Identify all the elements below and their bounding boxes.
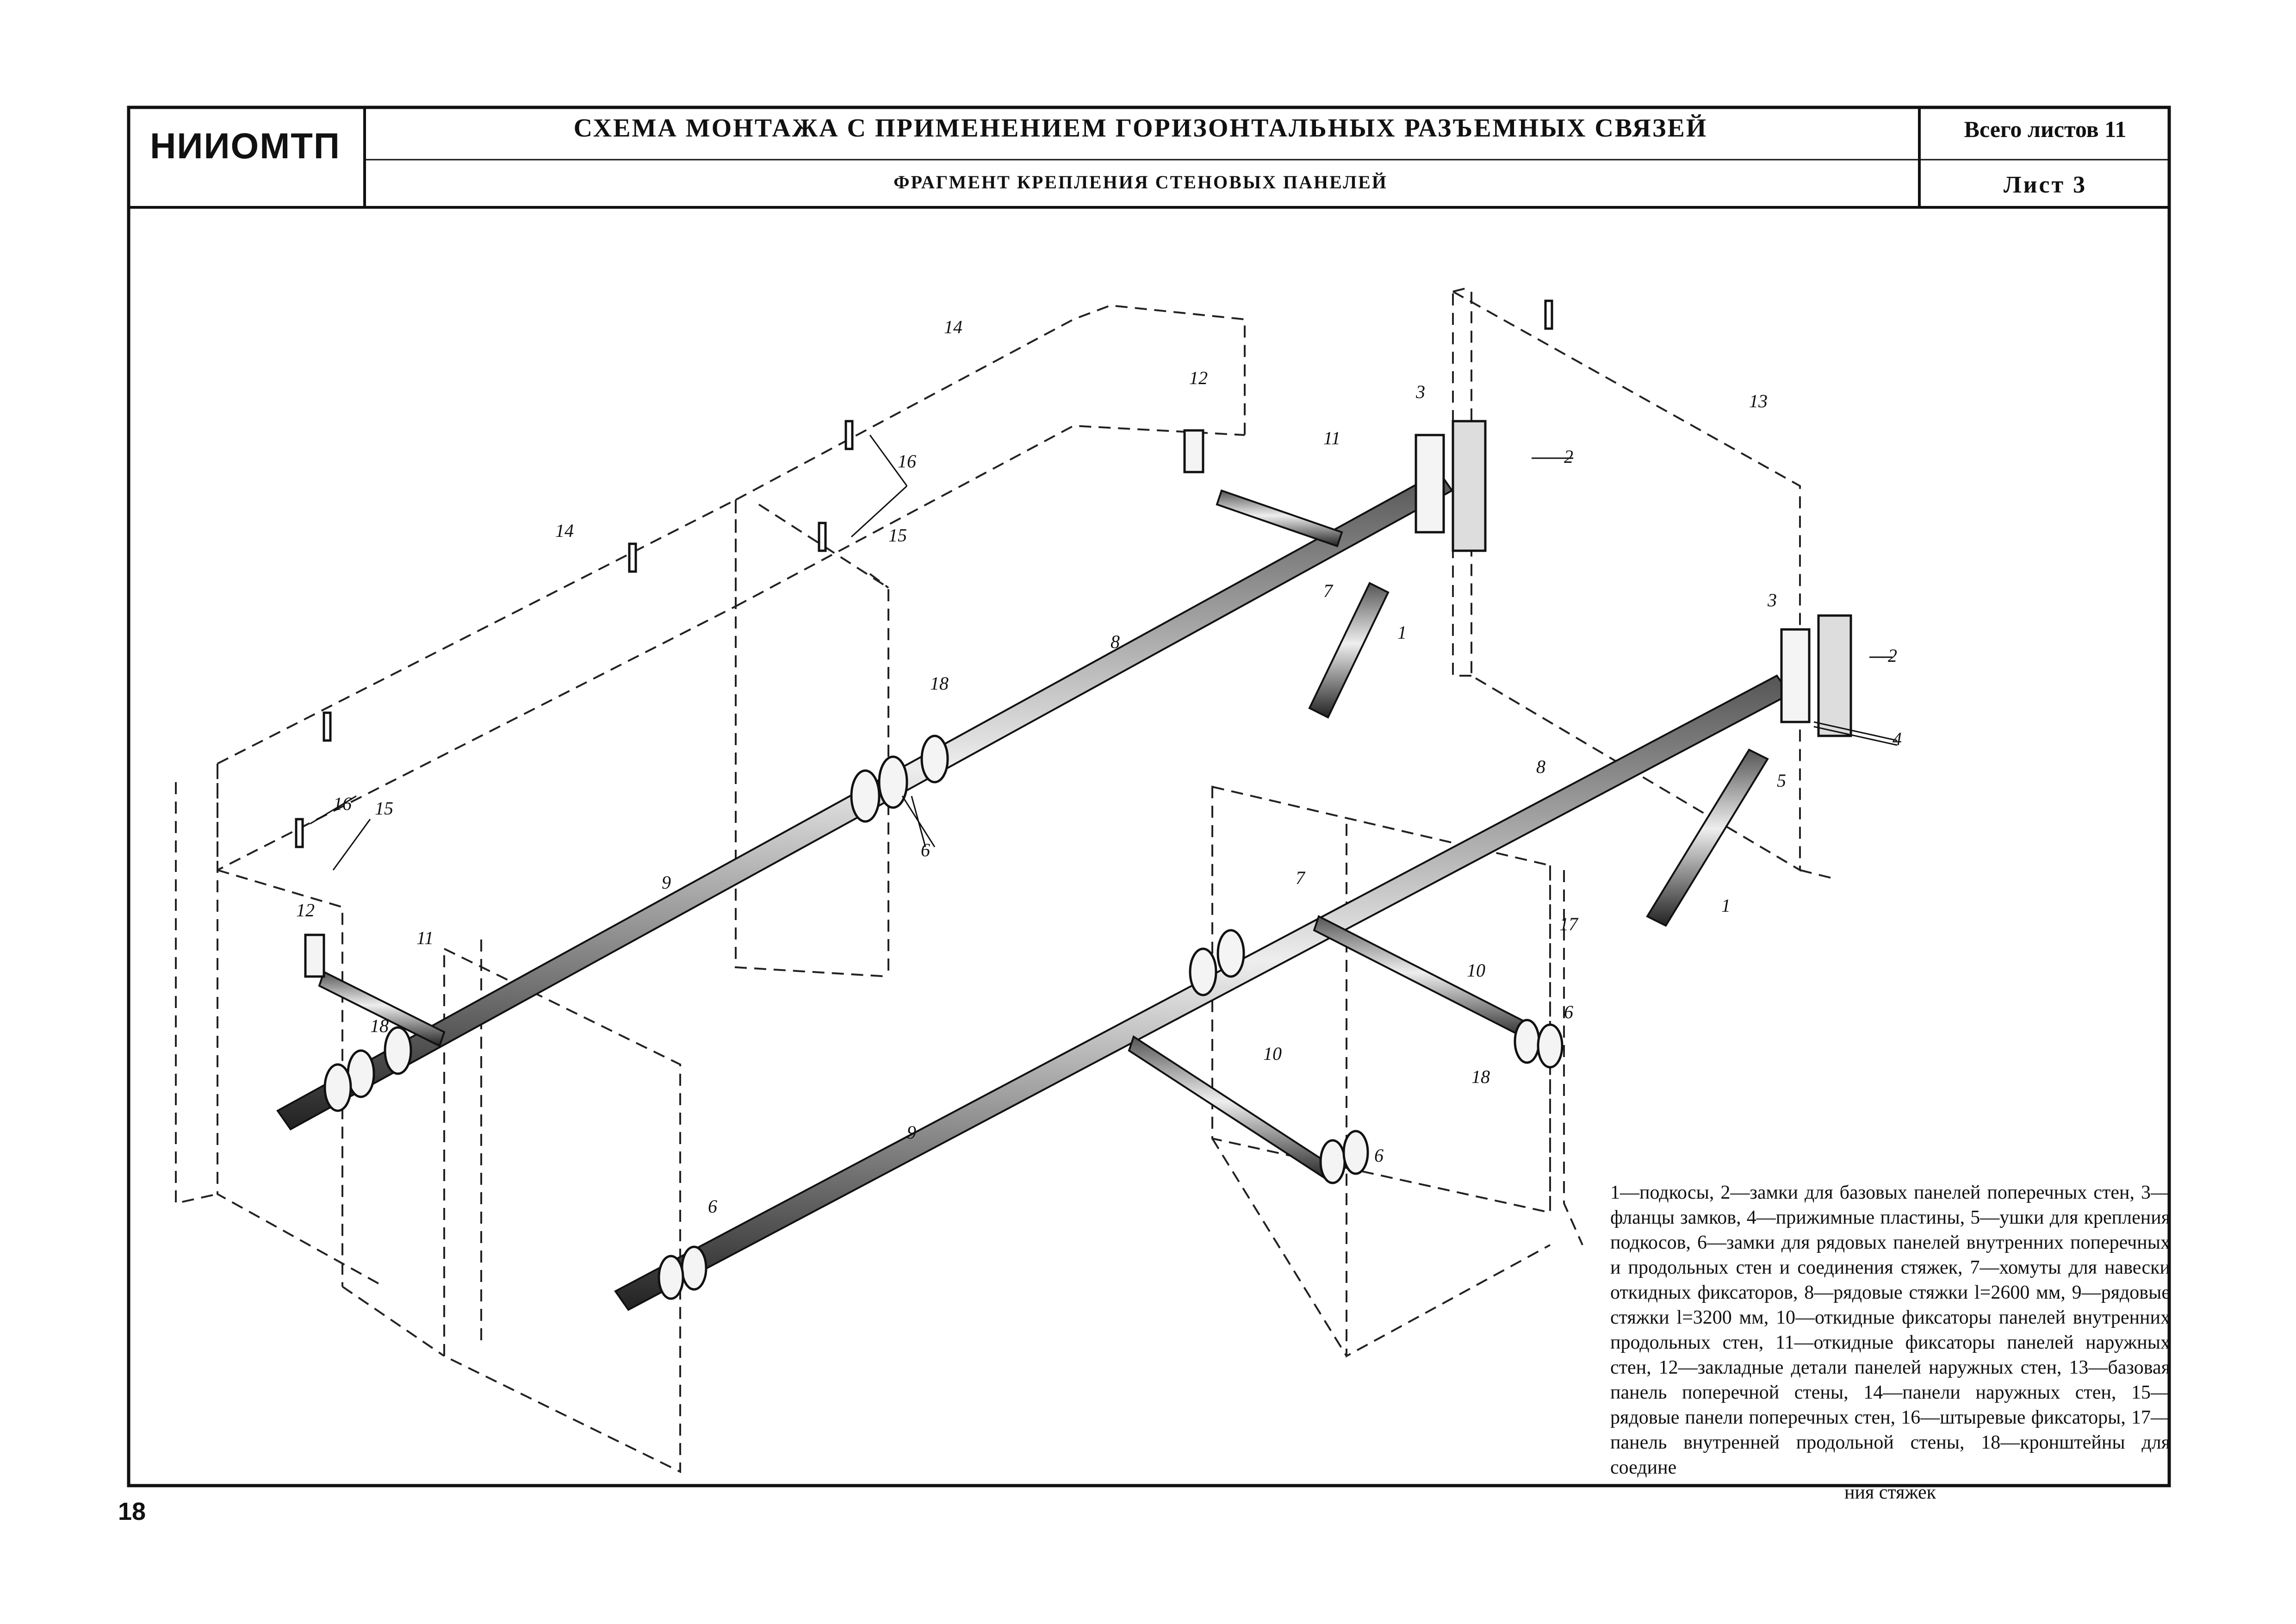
- callout-2-right: 2: [1888, 645, 1897, 666]
- organization-name: НИИОМТП: [150, 125, 341, 166]
- callout-18-right: 18: [1471, 1066, 1490, 1087]
- callout-13: 13: [1749, 391, 1768, 411]
- callout-6-bottom: 6: [708, 1196, 717, 1217]
- callout-8-right: 8: [1536, 756, 1545, 777]
- leader-lines: [310, 435, 1898, 871]
- legend-tail: ния стяжек: [1844, 1482, 1936, 1503]
- callout-9-left: 9: [662, 872, 671, 893]
- sheet-number: Лист 3: [2003, 172, 2087, 198]
- callout-11-top: 11: [1323, 428, 1340, 448]
- locks: [304, 420, 1852, 1300]
- total-sheets: Всего листов 11: [1964, 116, 2127, 142]
- callout-12-left: 12: [296, 900, 315, 921]
- sheet-frame: [127, 106, 2171, 1487]
- callout-1-right: 1: [1721, 895, 1731, 916]
- pin-fixators: [295, 299, 1553, 848]
- callout-6-mid: 6: [921, 840, 930, 860]
- callout-labels: 14 16 15 14 12 11 3 2 7 13 1 8 18 6 3 2 …: [296, 317, 1902, 1217]
- callout-5: 5: [1777, 770, 1786, 791]
- callout-7-right: 7: [1296, 867, 1306, 888]
- callout-11-left: 11: [416, 927, 434, 948]
- callout-8-top: 8: [1111, 631, 1120, 652]
- callout-16-left: 16: [333, 793, 352, 814]
- callout-4: 4: [1893, 728, 1902, 749]
- callout-15-left: 15: [375, 798, 393, 819]
- tie-rods: [276, 471, 1791, 1311]
- callout-18-mid: 18: [930, 673, 949, 694]
- callout-3-right: 3: [1767, 590, 1777, 610]
- callout-10-right: 10: [1467, 960, 1485, 981]
- callout-18-left: 18: [370, 1015, 389, 1036]
- legend-text: 1—подкосы, 2—замки для базовых панелей п…: [1610, 1182, 2170, 1478]
- callout-16-top: 16: [898, 451, 916, 472]
- callout-6-low: 6: [1374, 1145, 1384, 1166]
- callout-15-top: 15: [888, 525, 907, 546]
- wall-panels: [175, 286, 1837, 1474]
- drawing-subtitle: ФРАГМЕНТ КРЕПЛЕНИЯ СТЕНОВЫХ ПАНЕЛЕЙ: [894, 172, 1388, 193]
- callout-14-left: 14: [555, 520, 574, 541]
- callout-7-top: 7: [1323, 580, 1334, 601]
- callout-10-mid: 10: [1263, 1043, 1282, 1064]
- legend: 1—подкосы, 2—замки для базовых панелей п…: [1610, 1180, 2170, 1505]
- callout-6-right: 6: [1564, 1002, 1573, 1022]
- callout-2-top: 2: [1564, 446, 1573, 467]
- page-number: 18: [118, 1498, 146, 1525]
- callout-3-top: 3: [1415, 381, 1425, 402]
- callout-9-low: 9: [907, 1122, 916, 1143]
- callout-17: 17: [1559, 914, 1579, 934]
- callout-12-top: 12: [1189, 367, 1208, 388]
- callout-1-top: 1: [1397, 622, 1407, 643]
- drawing-title: СХЕМА МОНТАЖА С ПРИМЕНЕНИЕМ ГОРИЗОНТАЛЬН…: [573, 114, 1708, 143]
- callout-14-top: 14: [944, 317, 962, 337]
